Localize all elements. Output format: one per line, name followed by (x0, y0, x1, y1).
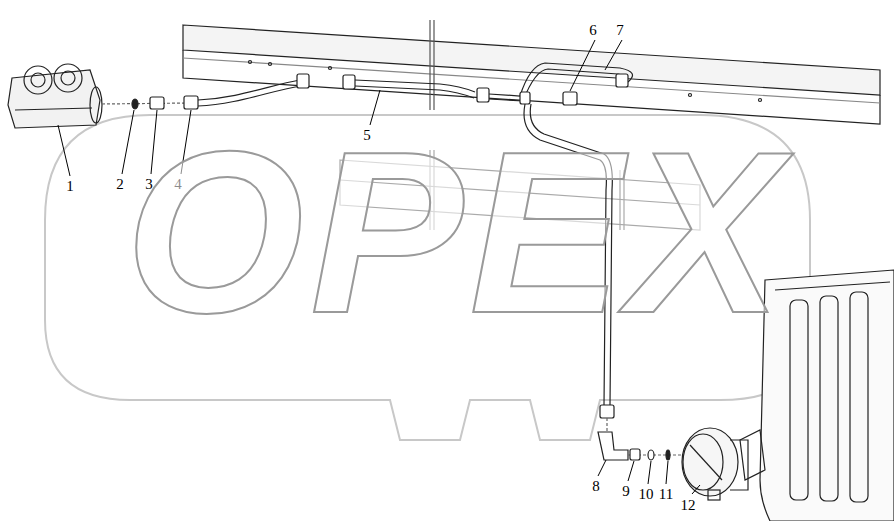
fuel-filter (682, 428, 748, 500)
gear-outline (45, 115, 810, 440)
callout-number: 10 (639, 487, 654, 502)
watermark: OPEX (125, 118, 788, 348)
callout-number: 8 (592, 479, 600, 494)
valve-assembly (8, 64, 102, 128)
callout-number: 1 (66, 179, 74, 194)
callout-number: 11 (659, 487, 673, 502)
callout-number: 9 (622, 484, 630, 499)
callout-number: 7 (616, 23, 624, 38)
frame-rail (183, 20, 880, 124)
callout-number: 6 (589, 23, 597, 38)
callout-number: 12 (681, 498, 696, 513)
callout-number: 2 (116, 177, 124, 192)
